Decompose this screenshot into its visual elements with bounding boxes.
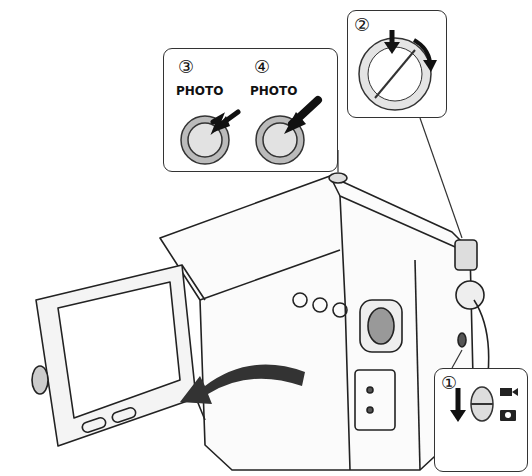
mode-dial-callout: ②: [347, 10, 447, 118]
mode-switch-callout: ①: [434, 368, 528, 472]
callout-number: ③: [178, 57, 194, 77]
photo-button-callout: ③ PHOTO ④ PHOTO: [163, 48, 338, 172]
callout-number: ①: [441, 373, 457, 393]
button-label: PHOTO: [176, 85, 223, 98]
callout-number: ④: [254, 57, 270, 77]
button-label: PHOTO: [250, 85, 297, 98]
callout-number: ②: [354, 15, 370, 35]
